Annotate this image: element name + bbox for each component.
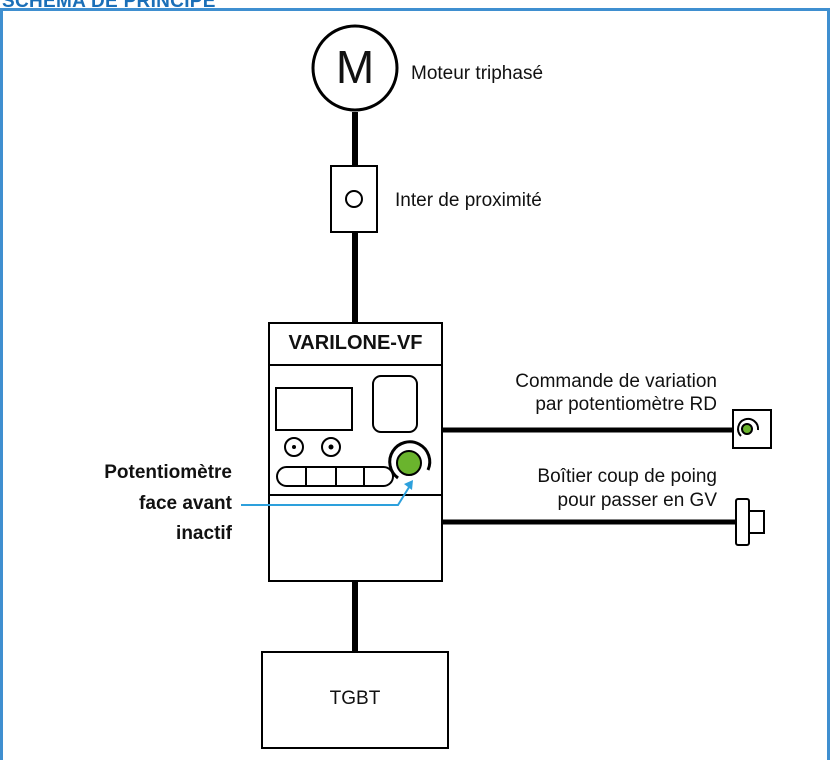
proximity-label: Inter de proximité: [395, 190, 542, 211]
proximity-switch-indicator: [345, 190, 363, 208]
drive-indicator-left-dot: [292, 445, 296, 449]
front-pot-note-line2: face avant: [139, 493, 232, 514]
emergency-stop-base: [735, 498, 750, 546]
drive-indicator-right-dot: [328, 444, 334, 450]
front-pot-note-line1: Potentiomètre: [104, 462, 232, 483]
front-pot-leader-arrowhead: [404, 480, 413, 490]
remote-pot-label-line1: Commande de variation: [515, 371, 717, 392]
remote-pot-box: [732, 409, 772, 449]
motor-symbol: [311, 24, 399, 112]
remote-pot-arc: [737, 417, 760, 437]
front-pot-knob: [396, 450, 422, 476]
remote-pot-knob: [741, 423, 753, 435]
motor-label: Moteur triphasé: [411, 63, 544, 84]
front-pot-note-line3: inactif: [176, 523, 232, 544]
page-title: SCHÉMA DE PRINCIPE: [2, 0, 216, 12]
front-pot-leader: [241, 483, 412, 506]
motor-symbol-letter: M: [335, 41, 375, 93]
emergency-stop-head: [748, 510, 765, 534]
drive-display: [275, 387, 353, 431]
front-pot-arc: [388, 440, 432, 480]
remote-pot-label-line2: par potentiomètre RD: [535, 394, 717, 415]
tgbt-label: TGBT: [329, 688, 381, 709]
drive-name: VARILONE-VF: [288, 332, 423, 354]
emergency-label-line2: pour passer en GV: [557, 490, 717, 511]
emergency-label-line1: Boîtier coup de poing: [537, 466, 717, 487]
drive-slot: [372, 375, 418, 433]
tgbt-panel: [261, 651, 449, 749]
